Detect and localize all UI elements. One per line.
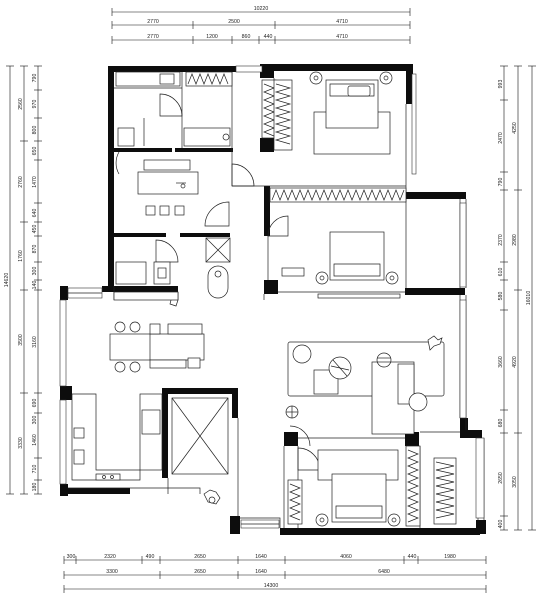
dim-left-m3: 1760 [18,250,24,262]
entrance [113,291,221,505]
dim-left-m1: 2560 [18,98,24,110]
dim-top-total: 10220 [254,6,269,12]
void-core [171,397,229,475]
dim-left-i10: 140 [32,281,38,290]
dim-left-i6: 640 [32,209,38,218]
study-furniture [137,159,199,216]
dining-area [109,321,205,373]
dim-right-i2: 2470 [498,132,504,144]
dim-left-m2: 2760 [18,176,24,188]
dim-top-3-1: 2770 [147,34,159,40]
dim-left-total: 14620 [4,273,10,288]
dim-right-i5: 610 [498,268,504,277]
dim-top-3-5: 4710 [336,34,348,40]
bathroom-fixtures [115,71,231,299]
dim-right-i10: 400 [498,520,504,529]
left-dimensions: 14620 2560 2760 1760 3500 3330 790 970 8… [4,65,42,495]
dim-bottom-1-1: 300 [67,554,76,560]
dim-left-i8: 870 [32,245,38,254]
dim-right-i6: 580 [498,292,504,301]
dim-bottom-1-5: 1640 [255,554,267,560]
dim-left-i16: 180 [32,483,38,492]
right-dimensions: 16010 4250 2980 4920 3050 993 2470 790 2… [498,65,536,531]
second-bedroom [281,231,401,299]
dim-left-i11: 3160 [32,336,38,348]
dim-right-total: 16010 [526,291,532,306]
kitchen [71,393,163,481]
dim-left-i12: 690 [32,399,38,408]
dim-right-m2: 2980 [512,234,518,246]
dim-right-i9: 2650 [498,472,504,484]
dim-left-i3: 800 [32,126,38,135]
dim-top-2-2: 2500 [228,19,240,25]
dim-bottom-1-2: 2320 [104,554,116,560]
dim-right-i1: 993 [498,80,504,89]
dim-right-i4: 2370 [498,234,504,246]
bottom-dimensions: 300 2320 490 2650 1640 4060 440 1980 330… [63,554,487,593]
dim-left-m5: 3330 [18,437,24,449]
dim-right-i7: 3660 [498,356,504,368]
dim-bottom-2-4: 6480 [378,569,390,575]
dim-top-3-4: 440 [264,34,273,40]
dim-bottom-2-1: 3300 [106,569,118,575]
walls [60,64,486,535]
dim-right-i8: 680 [498,419,504,428]
dim-bottom-total: 14300 [264,583,279,589]
dim-bottom-2-2: 2650 [194,569,206,575]
dim-top-2-3: 4710 [336,19,348,25]
dim-left-i1: 790 [32,74,38,83]
dim-bottom-1-8: 1980 [444,554,456,560]
dim-right-m3: 4920 [512,356,518,368]
dim-left-i13: 300 [32,416,38,425]
dim-left-i15: 710 [32,465,38,474]
dim-bottom-1-7: 440 [408,554,417,560]
dim-bottom-1-4: 2650 [194,554,206,560]
dim-left-i9: 300 [32,267,38,276]
dim-right-i3: 790 [498,178,504,187]
dim-top-3-3: 860 [242,34,251,40]
doors [115,93,321,471]
dim-right-m1: 4250 [512,122,518,134]
dim-left-m4: 3500 [18,334,24,346]
dim-left-i2: 970 [32,100,38,109]
living-room [285,335,445,435]
top-dimensions: 10220 2770 2500 4710 2770 1200 860 440 4… [111,6,411,44]
dim-bottom-1-6: 4060 [340,554,352,560]
dim-bottom-2-3: 1640 [255,569,267,575]
dim-top-3-2: 1200 [206,34,218,40]
dim-left-i7: 450 [32,225,38,234]
dim-right-m4: 3050 [512,476,518,488]
dim-top-2-1: 2770 [147,19,159,25]
master-bedroom [309,71,393,155]
dim-left-i14: 1460 [32,434,38,446]
windows [59,65,485,529]
dim-left-i5: 1470 [32,176,38,188]
third-bedroom [315,449,401,527]
wardrobes [185,71,457,527]
dim-left-i4: 650 [32,147,38,156]
dim-bottom-1-3: 490 [146,554,155,560]
